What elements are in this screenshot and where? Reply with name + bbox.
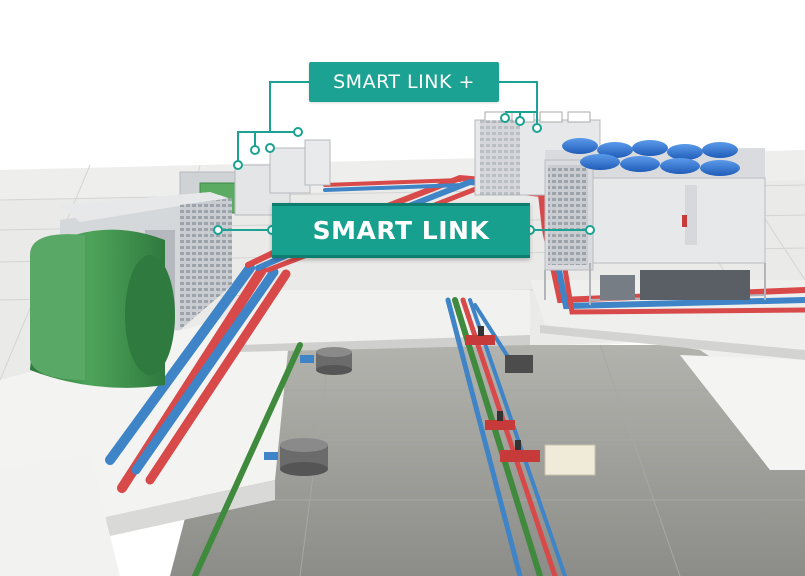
valve-icon bbox=[264, 326, 540, 462]
floor-pipes bbox=[192, 297, 567, 576]
connector-endpoints bbox=[213, 113, 595, 235]
air-handling-unit-icon bbox=[30, 192, 232, 388]
smart-link-label: SMART LINK bbox=[272, 203, 530, 258]
smart-link-plus-label: SMART LINK + bbox=[309, 62, 499, 102]
tank-icon bbox=[280, 347, 596, 476]
smart-link-plus-connectors bbox=[218, 81, 590, 231]
chiller-unit-icon bbox=[544, 138, 766, 305]
